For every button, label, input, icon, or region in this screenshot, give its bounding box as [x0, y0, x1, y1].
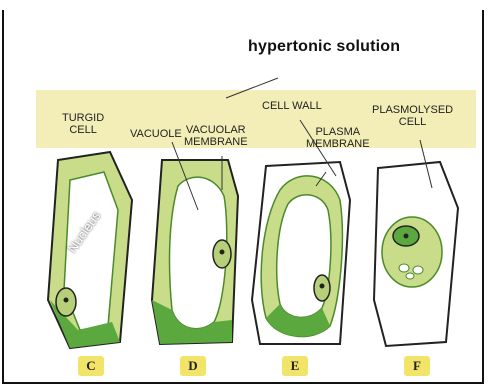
- cell-c-nucleolus: [64, 298, 69, 303]
- cell-d-letter: D: [180, 356, 206, 376]
- cell-c-letter: C: [78, 356, 104, 376]
- cell-f-letter: F: [404, 356, 430, 376]
- cell-e: [252, 162, 350, 344]
- label-plasma-membrane: PLASMA MEMBRANE: [306, 126, 370, 150]
- label-turgid-cell: TURGID CELL: [62, 112, 104, 136]
- label-cell-wall: CELL WALL: [262, 100, 322, 112]
- label-vacuolar-membrane: VACUOLAR MEMBRANE: [184, 124, 248, 148]
- cell-f-nucleolus: [404, 234, 409, 239]
- cell-f: [374, 162, 458, 346]
- title-pointer-line: [226, 78, 278, 98]
- cell-d: [152, 160, 238, 344]
- cell-e-letter: E: [282, 356, 308, 376]
- cell-f-vacuole-2: [413, 266, 423, 274]
- label-vacuole: VACUOLE: [130, 128, 182, 140]
- cell-c: [48, 152, 132, 348]
- cell-f-vacuole-1: [399, 264, 409, 272]
- cell-d-nucleolus: [220, 250, 225, 255]
- cell-f-vacuole-3: [406, 273, 414, 279]
- label-plasmolysed-cell: PLASMOLYSED CELL: [372, 104, 453, 128]
- cell-e-nucleolus: [320, 284, 325, 289]
